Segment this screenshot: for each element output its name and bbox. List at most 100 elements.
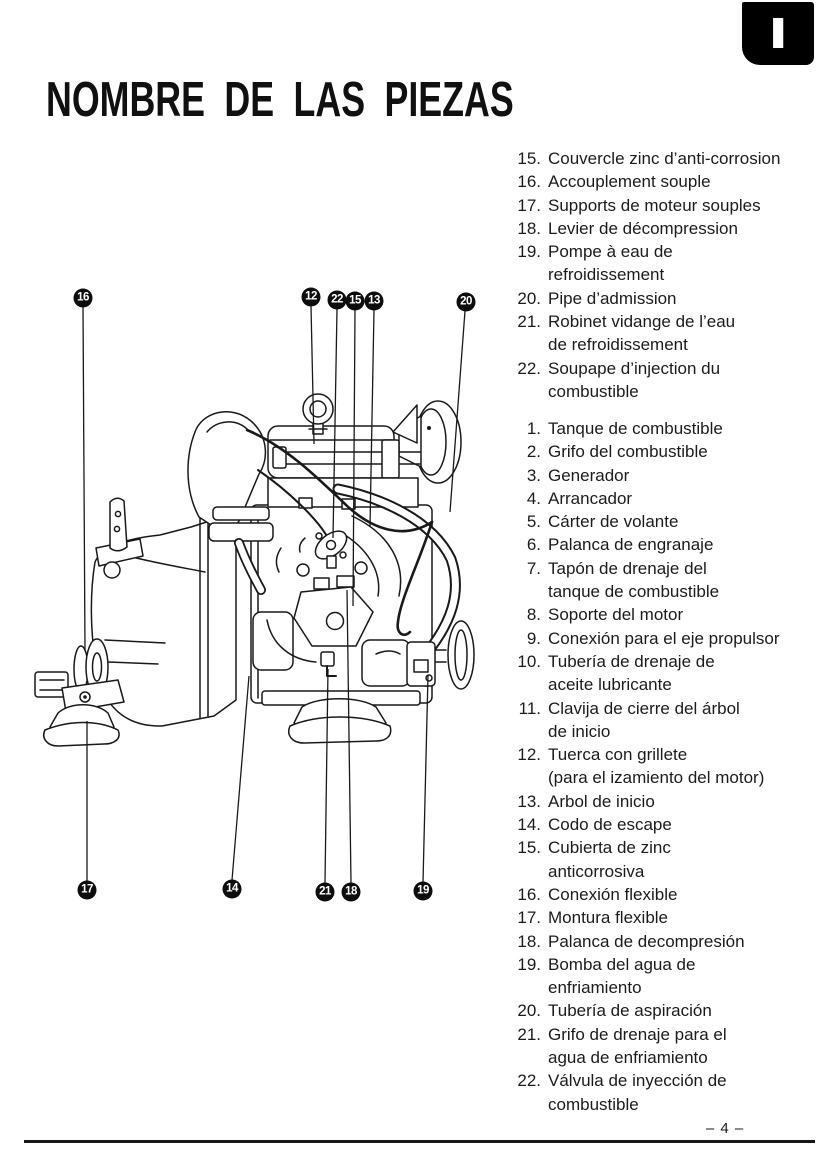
item-number: 17.: [517, 195, 541, 215]
item-line: tanque de combustible: [548, 582, 720, 602]
item-number: 16.: [517, 172, 541, 192]
item-line: Tubería de drenaje de: [548, 651, 715, 671]
item-line: (para el izamiento del motor): [548, 768, 765, 788]
item-text: Tapón de drenaje del tanque de combustibl…: [548, 557, 719, 604]
item-line: aceite lubricante: [548, 675, 672, 695]
item-text: Pipe d’admission: [548, 288, 677, 308]
list-item: 1.Tanque de combustible: [500, 417, 821, 440]
item-number: 21.: [517, 1024, 541, 1044]
item-line: Clavija de cierre del árbol: [548, 698, 740, 718]
item-line: Pompe à eau de: [548, 242, 673, 262]
item-number: 9.: [526, 628, 541, 648]
item-number: 19.: [517, 954, 541, 974]
chapter-index-label: I: [768, 8, 788, 58]
item-number: 7.: [526, 558, 541, 578]
item-number: 11.: [518, 698, 541, 718]
item-line: enfriamiento: [548, 978, 642, 998]
callout-badge-14: 14: [222, 879, 242, 899]
item-line: agua de enfriamiento: [548, 1048, 708, 1068]
item-text: Soporte del motor: [548, 605, 684, 625]
item-text: Tubería de aspiración: [548, 1001, 712, 1021]
item-number: 15.: [517, 838, 541, 858]
item-number: 17.: [517, 908, 541, 928]
item-number: 20.: [517, 288, 541, 308]
item-number: 3.: [526, 465, 541, 485]
parts-list-spanish: 1.Tanque de combustible 2. Grifo del comb…: [500, 417, 821, 1116]
list-item: 13. Arbol de inicio: [500, 790, 821, 813]
callout-badge-12: 12: [301, 287, 321, 307]
item-text: Bomba del agua de enfriamiento: [548, 953, 695, 1000]
item-number: 6.: [526, 535, 541, 555]
item-text: Codo de escape: [548, 815, 672, 835]
item-text: Tuerca con grillete (para el izamiento de…: [548, 743, 764, 790]
item-number: 18.: [517, 218, 541, 238]
item-number: 22.: [517, 1071, 541, 1091]
item-text: Cárter de volante: [548, 512, 679, 532]
item-line: Bomba del agua de: [548, 954, 696, 974]
list-item: 17. Supports de moteur souples: [500, 194, 821, 217]
item-line: Válvula de inyección de: [548, 1071, 727, 1091]
item-line: Grifo de drenaje para el: [548, 1024, 727, 1044]
item-line: refroidissement: [548, 265, 665, 285]
item-line: de inicio: [548, 721, 611, 741]
page-title: NOMBRE DE LAS PIEZAS: [46, 73, 514, 127]
bottom-rule: [24, 1140, 815, 1143]
item-text: Palanca de engranaje: [548, 535, 714, 555]
callout-badge-13: 13: [364, 291, 384, 311]
list-item: 19. Bomba del agua de enfriamiento: [500, 953, 821, 1000]
item-text: Montura flexible: [548, 908, 669, 928]
item-text: Conexión para el eje propulsor: [548, 628, 780, 648]
list-item: 12. Tuerca con grillete (para el izamiento…: [500, 743, 821, 790]
callout-badge-18: 18: [341, 882, 361, 902]
list-item: 19. Pompe à eau de refroidissement: [500, 240, 821, 287]
callout-badge-19: 19: [413, 881, 433, 901]
list-item: 18.Levier de décompression: [500, 217, 821, 240]
callout-leader-lines: [82, 305, 466, 884]
item-text: Supports de moteur souples: [548, 195, 761, 215]
list-item: 18. Palanca de decompresión: [500, 930, 821, 953]
list-item: 16. Conexión flexible: [500, 883, 821, 906]
callout-badge-17: 17: [77, 880, 97, 900]
list-item: 15.Couvercle zinc d’anti-corrosion: [500, 147, 821, 170]
item-text: Conexión flexible: [548, 884, 678, 904]
item-number: 13.: [517, 791, 541, 811]
item-text: Generador: [548, 465, 630, 485]
item-text: Couvercle zinc d’anti-corrosion: [548, 149, 781, 168]
item-number: 5.: [526, 512, 541, 532]
item-text: Palanca de decompresión: [548, 931, 745, 951]
callout-badge-22: 22: [327, 290, 347, 310]
item-number: 2.: [526, 442, 541, 462]
list-item: 14.Codo de escape: [500, 813, 821, 836]
item-text: Grifo del combustible: [548, 442, 708, 462]
item-line: Cubierta de zinc: [548, 838, 671, 858]
item-line: Tapón de drenaje del: [548, 558, 707, 578]
list-item: 3. Generador: [500, 464, 821, 487]
item-number: 10.: [517, 651, 541, 671]
item-number: 18.: [517, 931, 541, 951]
item-number: 16.: [517, 884, 541, 904]
item-number: 8.: [526, 605, 541, 625]
item-line: Tuerca con grillete: [548, 745, 688, 765]
item-number: 12.: [517, 745, 541, 765]
item-number: 4.: [526, 488, 541, 508]
item-text: Arrancador: [548, 488, 633, 508]
item-text: Tanque de combustible: [548, 419, 723, 438]
item-text: Arbol de inicio: [548, 791, 655, 811]
item-text: Clavija de cierre del árbol de inicio: [548, 697, 740, 744]
callout-badge-16: 16: [73, 288, 93, 308]
chapter-index-tab: I: [742, 2, 814, 65]
parts-list-french: 15.Couvercle zinc d’anti-corrosion 16.Ac…: [500, 147, 821, 403]
list-item: 4. Arrancador: [500, 487, 821, 510]
item-number: 20.: [517, 1001, 541, 1021]
item-number: 19.: [517, 242, 541, 262]
list-item: 7. Tapón de drenaje del tanque de combusti…: [500, 557, 821, 604]
list-item: 2. Grifo del combustible: [500, 440, 821, 463]
item-number: 22.: [517, 358, 541, 378]
page-number: – 4 –: [705, 1120, 745, 1137]
